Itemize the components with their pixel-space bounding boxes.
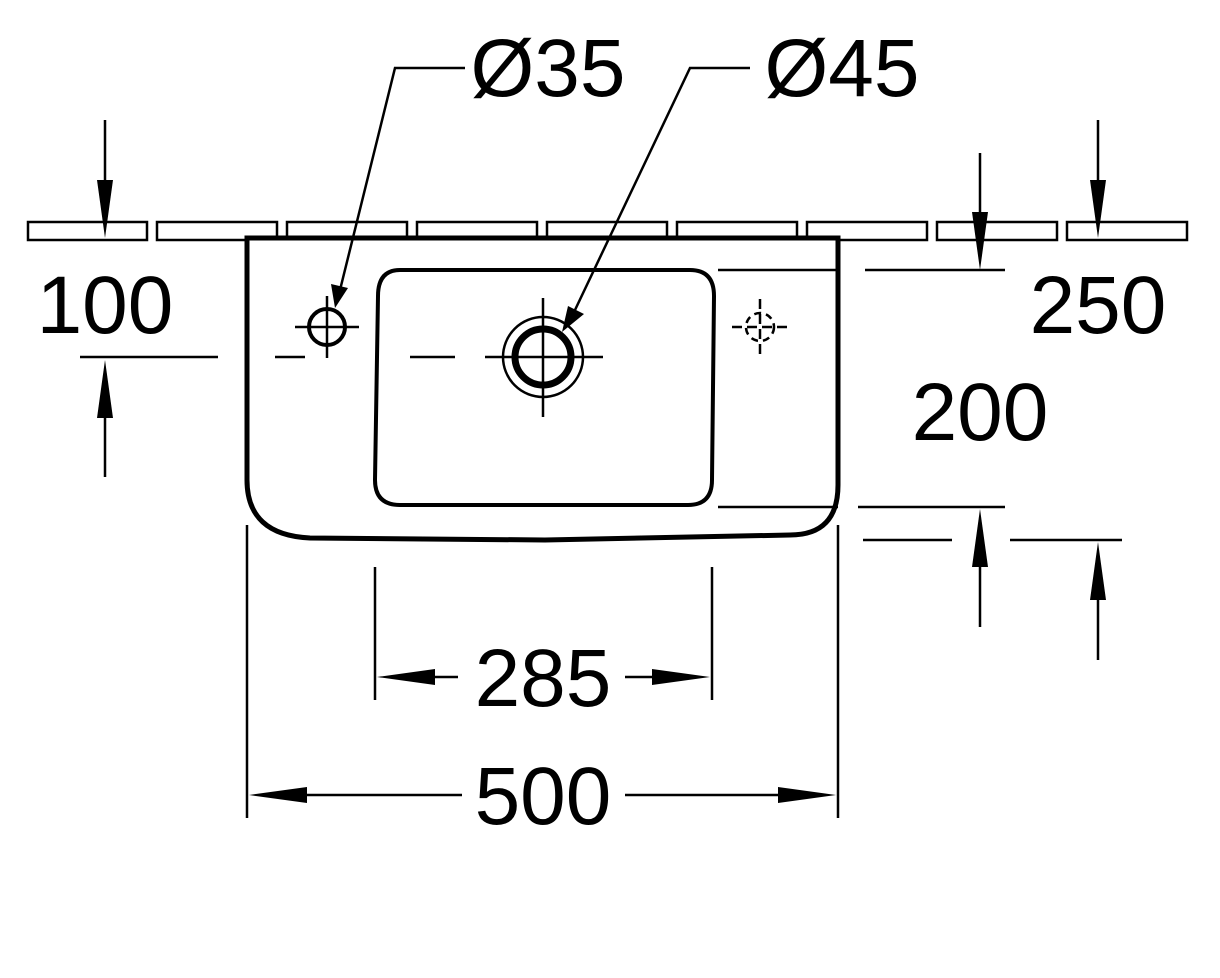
optional-tap-hole xyxy=(732,299,788,355)
total-depth-label: 250 xyxy=(1030,260,1167,351)
tap-hole-offset-label: 100 xyxy=(37,260,174,351)
tap-hole xyxy=(295,296,359,358)
tap-hole-diameter-label: Ø35 xyxy=(471,23,626,114)
leader-drain xyxy=(562,66,750,332)
basin-bowl xyxy=(372,268,717,507)
dimension-100 xyxy=(97,120,113,477)
dimension-285 xyxy=(373,567,714,700)
dimension-200 xyxy=(718,153,1005,627)
bowl-width-label: 285 xyxy=(475,633,612,724)
bowl-depth-label: 200 xyxy=(912,367,1049,458)
total-width-label: 500 xyxy=(475,751,612,842)
leader-tap-hole xyxy=(331,66,465,308)
drain-diameter-label: Ø45 xyxy=(765,23,920,114)
dimension-500 xyxy=(245,525,840,818)
drain-hole xyxy=(485,298,603,417)
dimension-250 xyxy=(1010,120,1122,660)
